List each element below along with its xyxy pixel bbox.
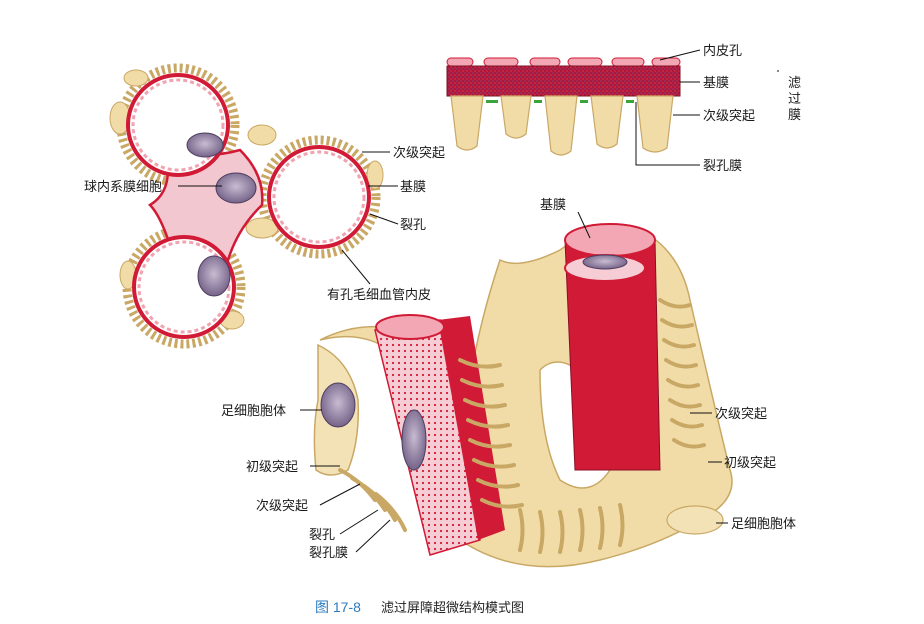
label-mesangial-cell: 球内系膜细胞	[84, 179, 162, 195]
label-basement-membrane-left: 基膜	[400, 180, 426, 195]
label-filtration-membrane: 滤过膜	[788, 76, 801, 123]
label-slit-pore-bottom: 裂孔	[309, 528, 335, 543]
basement-membrane-strip	[446, 65, 681, 97]
podocyte-3d-model	[313, 223, 733, 568]
bottom-leader-lines	[300, 211, 728, 553]
label-endothelial-pore: 内皮孔	[703, 43, 742, 59]
label-primary-process-left: 初级突起	[246, 459, 298, 475]
foot-processes	[450, 95, 674, 156]
endothelium-pads	[446, 57, 681, 67]
label-slit-pore-left: 裂孔	[400, 218, 426, 233]
label-basement-membrane-top: 基膜	[703, 76, 729, 91]
label-secondary-process-left: 次级突起	[393, 145, 445, 161]
label-podocyte-body-left: 足细胞胞体	[221, 404, 286, 419]
endothelial-nuclei	[186, 132, 257, 297]
label-fenestrated-endothelium: 有孔毛细血管内皮	[327, 287, 431, 303]
secondary-process-comb	[338, 298, 706, 554]
caption-number: 图 17-8	[315, 599, 361, 615]
label-basement-membrane-3d: 基膜	[540, 198, 566, 213]
slit-membranes	[486, 100, 634, 103]
label-secondary-process-right: 次级突起	[715, 406, 767, 422]
label-secondary-process-top: 次级突起	[703, 108, 755, 124]
capillary-cross-section	[109, 63, 384, 349]
label-secondary-process-bottom: 次级突起	[256, 498, 308, 514]
right-leader-lines	[635, 49, 779, 166]
podocyte-nucleus-left	[320, 382, 356, 428]
label-primary-process-right: 初级突起	[724, 455, 776, 471]
label-slit-membrane-top: 裂孔膜	[703, 159, 742, 174]
left-leader-lines	[178, 151, 399, 285]
filtration-membrane-strip	[446, 57, 681, 156]
label-slit-membrane-bottom: 裂孔膜	[309, 546, 348, 561]
podocyte-fringe	[109, 63, 384, 349]
caption-title: 滤过屏障超微结构模式图	[381, 601, 524, 616]
capillary-tube-right	[564, 223, 661, 471]
podocyte-right-cell	[666, 505, 724, 535]
label-podocyte-body-right: 足细胞胞体	[731, 517, 796, 532]
